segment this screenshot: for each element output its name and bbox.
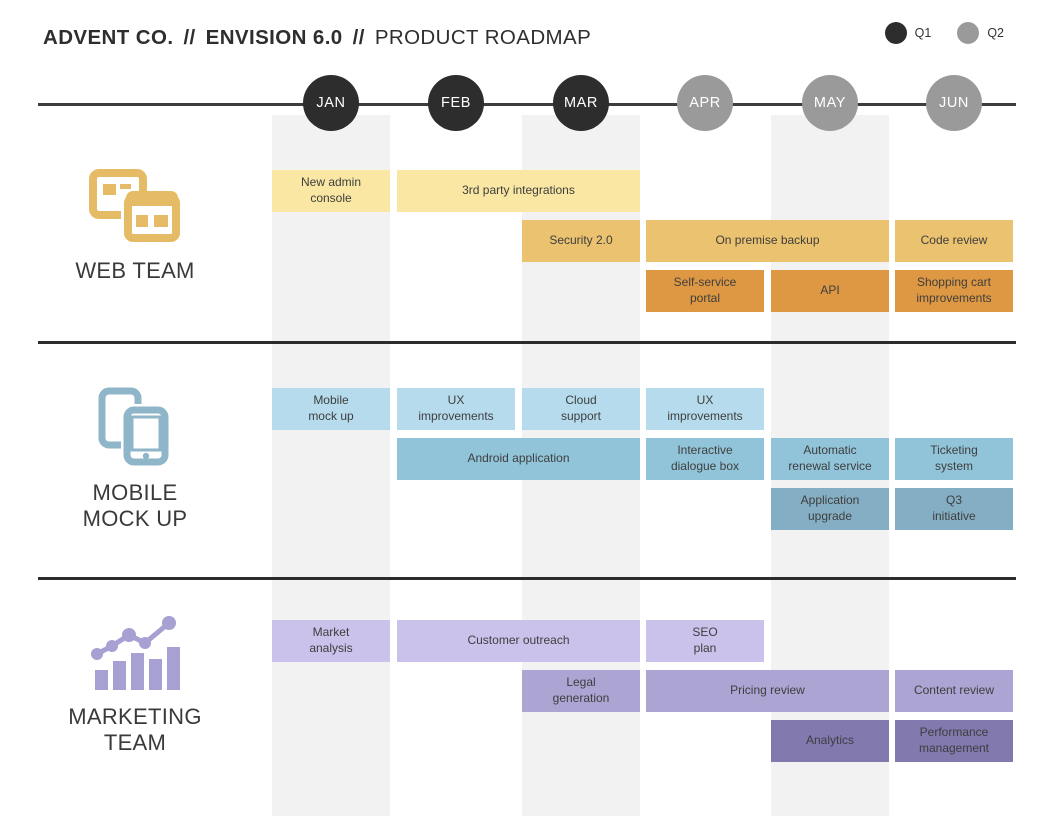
task-bar-android-application: Android application <box>397 438 640 480</box>
legend-item-q2: Q2 <box>957 22 1004 44</box>
task-bar-performance-management: Performance management <box>895 720 1013 762</box>
column-stripe <box>272 115 390 816</box>
browser-windows-icon <box>89 169 180 242</box>
month-marker-jan: JAN <box>303 75 359 131</box>
task-bar-mobile-mock-up: Mobile mock up <box>272 388 390 430</box>
section-label-mobile-mock-up: MOBILE MOCK UP <box>82 480 188 531</box>
section-head-web-team: WEB TEAM <box>40 168 230 284</box>
task-bar-api: API <box>771 270 889 312</box>
month-marker-may: MAY <box>802 75 858 131</box>
company-name: ADVENT CO. <box>43 26 174 49</box>
quarter-legend: Q1 Q2 <box>884 22 1004 44</box>
task-bar-q3-initiative: Q3 initiative <box>895 488 1013 530</box>
task-bar-new-admin-console: New admin console <box>272 170 390 212</box>
bar-chart-trend-icon <box>91 616 180 690</box>
mobile-phones-icon <box>98 387 171 466</box>
title-separator: // <box>183 26 196 49</box>
task-bar-on-premise-backup: On premise backup <box>646 220 889 262</box>
section-label-web-team: WEB TEAM <box>75 258 195 283</box>
task-bar-3rd-party-integrations: 3rd party integrations <box>397 170 640 212</box>
task-bar-ticketing-system: Ticketing system <box>895 438 1013 480</box>
product-version: ENVISION 6.0 <box>205 26 343 49</box>
section-divider <box>38 341 1016 344</box>
task-bar-self-service-portal: Self-service portal <box>646 270 764 312</box>
task-bar-ux-improvements: UX improvements <box>646 388 764 430</box>
task-bar-automatic-renewal-service: Automatic renewal service <box>771 438 889 480</box>
task-bar-analytics: Analytics <box>771 720 889 762</box>
q1-dot-icon <box>884 22 907 44</box>
section-head-marketing-team: MARKETING TEAM <box>40 612 230 755</box>
timeline-axis <box>38 103 1016 106</box>
section-head-mobile-mock-up: MOBILE MOCK UP <box>40 386 230 531</box>
month-marker-apr: APR <box>677 75 733 131</box>
task-bar-application-upgrade: Application upgrade <box>771 488 889 530</box>
task-bar-content-review: Content review <box>895 670 1013 712</box>
task-bar-pricing-review: Pricing review <box>646 670 889 712</box>
title-separator: // <box>352 26 365 49</box>
legend-label: Q1 <box>914 26 932 40</box>
section-divider <box>38 577 1016 580</box>
task-bar-interactive-dialogue-box: Interactive dialogue box <box>646 438 764 480</box>
task-bar-security-20: Security 2.0 <box>522 220 640 262</box>
task-bar-legal-generation: Legal generation <box>522 670 640 712</box>
task-bar-shopping-cart-improvements: Shopping cart improvements <box>895 270 1013 312</box>
legend-item-q1: Q1 <box>884 22 932 44</box>
month-marker-jun: JUN <box>926 75 982 131</box>
title-suffix: PRODUCT ROADMAP <box>374 26 592 49</box>
legend-label: Q2 <box>987 26 1004 40</box>
task-bar-cloud-support: Cloud support <box>522 388 640 430</box>
month-marker-mar: MAR <box>553 75 609 131</box>
q2-dot-icon <box>957 22 980 44</box>
task-bar-market-analysis: Market analysis <box>272 620 390 662</box>
task-bar-code-review: Code review <box>895 220 1013 262</box>
task-bar-customer-outreach: Customer outreach <box>397 620 640 662</box>
month-marker-feb: FEB <box>428 75 484 131</box>
section-label-marketing-team: MARKETING TEAM <box>68 704 202 755</box>
task-bar-ux-improvements: UX improvements <box>397 388 515 430</box>
task-bar-seo-plan: SEO plan <box>646 620 764 662</box>
page-title: ADVENT CO. // ENVISION 6.0 // PRODUCT ROADMA… <box>43 26 591 50</box>
